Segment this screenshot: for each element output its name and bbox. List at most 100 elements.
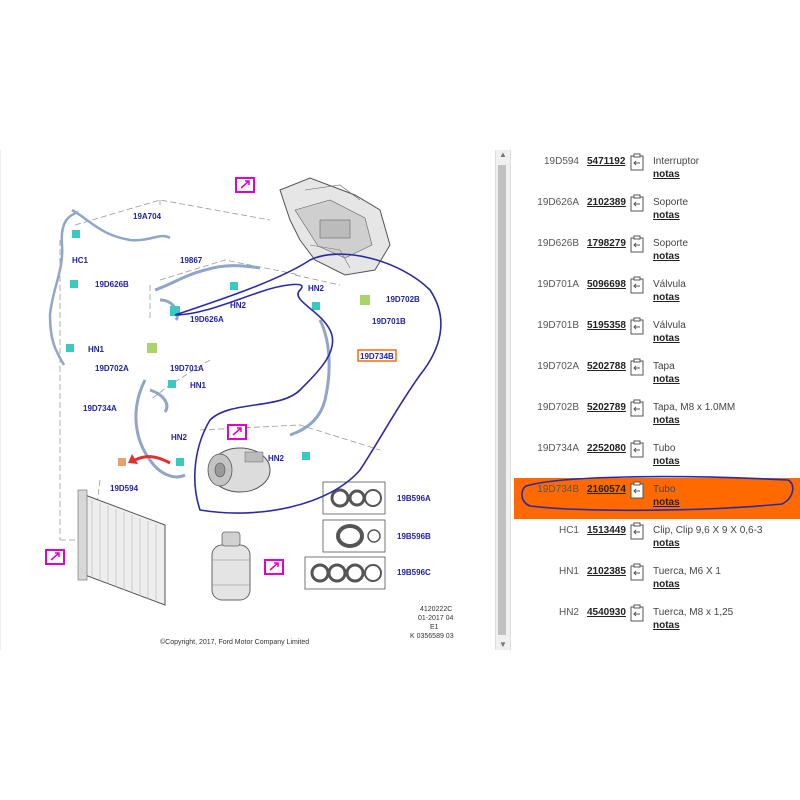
scroll-down-arrow-icon[interactable]: ▼ (499, 640, 507, 649)
callout-19D734B[interactable]: 19D734B (360, 352, 394, 361)
annotation-loop (174, 253, 442, 514)
link-icon-3[interactable] (45, 549, 65, 565)
add-to-cart-icon[interactable] (630, 399, 644, 417)
part-row[interactable]: HC1 1513449 Clip, Clip 9,6 X 9 X 0,6-3 n… (514, 519, 800, 560)
callout-19B596C[interactable]: 19B596C (397, 568, 431, 577)
part-description: Tubo (653, 443, 676, 454)
diagram-ref-2: 01-2017 04 (418, 615, 454, 622)
link-icon-2[interactable] (227, 424, 247, 440)
notes-link[interactable]: notas (653, 497, 680, 508)
callout-HN2-d[interactable]: HN2 (268, 454, 285, 463)
part-code: 19D594 (543, 156, 579, 167)
callout-19D701B[interactable]: 19D701B (372, 317, 406, 326)
notes-link[interactable]: notas (653, 333, 680, 344)
compressor (207, 447, 271, 493)
add-to-cart-icon[interactable] (630, 563, 644, 581)
part-row-selected[interactable]: 19D734B 2160574 Tubo notas (514, 478, 800, 519)
part-number-link[interactable]: 2102385 (587, 566, 626, 577)
callout-HN1-a[interactable]: HN1 (88, 345, 105, 354)
diagram-copyright: ©Copyright, 2017, Ford Motor Company Lim… (160, 638, 309, 646)
callout-19D734A[interactable]: 19D734A (83, 404, 117, 413)
link-icon-1[interactable] (235, 177, 255, 193)
part-code: 19D626A (537, 197, 579, 208)
part-description: Tapa, M8 x 1.0MM (653, 402, 736, 413)
notes-link[interactable]: notas (653, 374, 680, 385)
part-row[interactable]: 19D701A 5096698 Válvula notas (514, 273, 800, 314)
hvac-unit (279, 177, 391, 276)
part-number-link[interactable]: 5195358 (587, 320, 626, 331)
add-to-cart-icon[interactable] (630, 604, 644, 622)
parts-list: 19D594 5471192 Interruptor notas 19D626A… (514, 150, 800, 650)
notes-link[interactable]: notas (653, 169, 680, 180)
notes-link[interactable]: notas (653, 456, 680, 467)
part-code: 19D701A (537, 279, 579, 290)
callout-HN2-a[interactable]: HN2 (230, 301, 247, 310)
part-code: 19D702B (537, 402, 579, 413)
condenser (77, 489, 166, 606)
part-row[interactable]: HN1 2102385 Tuerca, M6 X 1 notas (514, 560, 800, 601)
part-number-link[interactable]: 5096698 (587, 279, 626, 290)
part-number-link[interactable]: 2160574 (587, 484, 626, 495)
fittings (66, 230, 370, 466)
callout-HN2-b[interactable]: HN2 (308, 284, 325, 293)
part-row[interactable]: 19D626B 1798279 Soporte notas (514, 232, 800, 273)
part-row[interactable]: HN2 4540930 Tuerca, M8 x 1,25 notas (514, 601, 800, 642)
callout-HN2-c[interactable]: HN2 (171, 433, 188, 442)
callout-19D701A[interactable]: 19D701A (170, 364, 204, 373)
part-number-link[interactable]: 4540930 (587, 607, 626, 618)
callout-19D702B[interactable]: 19D702B (386, 295, 420, 304)
notes-link[interactable]: notas (653, 538, 680, 549)
part-code: HC1 (558, 525, 579, 536)
link-icon-4[interactable] (264, 559, 284, 575)
callout-19D626B[interactable]: 19D626B (95, 280, 129, 289)
part-row[interactable]: 19D734A 2252080 Tubo notas (514, 437, 800, 478)
callout-19D626A[interactable]: 19D626A (190, 315, 224, 324)
callout-19B596A[interactable]: 19B596A (397, 494, 431, 503)
callout-HN1-b[interactable]: HN1 (190, 381, 207, 390)
scroll-up-arrow-icon[interactable]: ▲ (499, 150, 507, 159)
part-number-link[interactable]: 5202789 (587, 402, 626, 413)
part-number-link[interactable]: 2252080 (587, 443, 626, 454)
part-row[interactable]: 19D594 5471192 Interruptor notas (514, 150, 800, 191)
part-row[interactable]: 19D702B 5202789 Tapa, M8 x 1.0MM notas (514, 396, 800, 437)
callout-HC1[interactable]: HC1 (72, 256, 89, 265)
notes-link[interactable]: notas (653, 620, 680, 631)
callout-19867[interactable]: 19867 (180, 256, 203, 265)
callout-19D702A[interactable]: 19D702A (95, 364, 129, 373)
add-to-cart-icon[interactable] (630, 522, 644, 540)
part-code: 19D734B (537, 484, 579, 495)
part-code: HN2 (558, 607, 579, 618)
diagram-ref-4: K 0356589 03 (410, 633, 454, 640)
part-number-link[interactable]: 5202788 (587, 361, 626, 372)
add-to-cart-icon[interactable] (630, 235, 644, 253)
notes-link[interactable]: notas (653, 415, 680, 426)
part-row[interactable]: 19D701B 5195358 Válvula notas (514, 314, 800, 355)
diagram-svg: 19A704 HC1 19D626B HN1 19867 HN2 19D626A… (0, 150, 454, 650)
notes-link[interactable]: notas (653, 251, 680, 262)
part-number-link[interactable]: 2102389 (587, 197, 626, 208)
part-number-link[interactable]: 1798279 (587, 238, 626, 249)
part-number-link[interactable]: 1513449 (587, 525, 626, 536)
notes-link[interactable]: notas (653, 292, 680, 303)
scroll-thumb[interactable] (498, 165, 506, 635)
part-description: Válvula (653, 279, 686, 290)
part-row[interactable]: 19D702A 5202788 Tapa notas (514, 355, 800, 396)
add-to-cart-icon[interactable] (630, 358, 644, 376)
add-to-cart-icon[interactable] (630, 481, 644, 499)
notes-link[interactable]: notas (653, 579, 680, 590)
add-to-cart-icon[interactable] (630, 276, 644, 294)
callout-19A704[interactable]: 19A704 (133, 212, 162, 221)
exploded-diagram: 19A704 HC1 19D626B HN1 19867 HN2 19D626A… (0, 150, 495, 650)
part-row[interactable]: 19D626A 2102389 Soporte notas (514, 191, 800, 232)
add-to-cart-icon[interactable] (630, 153, 644, 171)
callout-19D594[interactable]: 19D594 (110, 484, 139, 493)
callout-19B596B[interactable]: 19B596B (397, 532, 431, 541)
line-19D734B (289, 319, 331, 437)
add-to-cart-icon[interactable] (630, 194, 644, 212)
part-number-link[interactable]: 5471192 (587, 156, 626, 167)
diagram-scrollbar[interactable]: ▲ ▼ (495, 150, 511, 650)
notes-link[interactable]: notas (653, 210, 680, 221)
add-to-cart-icon[interactable] (630, 317, 644, 335)
add-to-cart-icon[interactable] (630, 440, 644, 458)
seal-kit-19B596A (322, 481, 386, 515)
